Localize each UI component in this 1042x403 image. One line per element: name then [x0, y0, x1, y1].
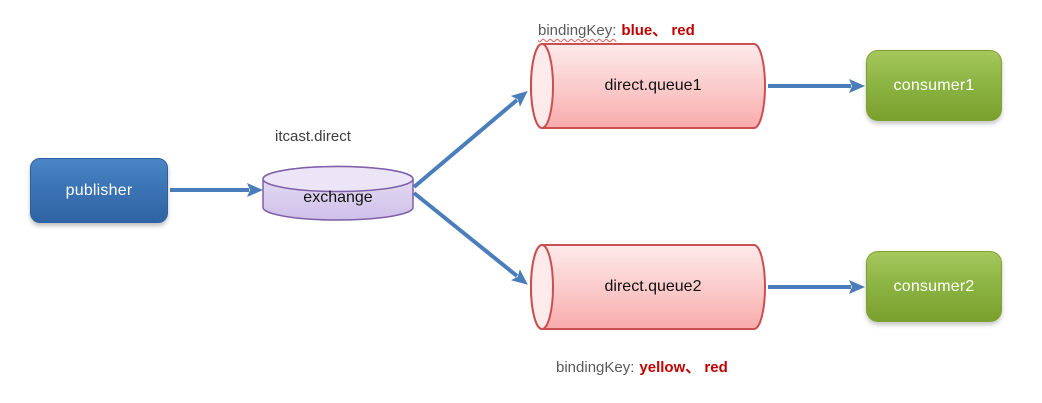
- exchange-label: exchange: [303, 189, 373, 206]
- publisher-label: publisher: [65, 181, 133, 199]
- queue1-cylinder-cap: [530, 43, 554, 129]
- queue1-cylinder: [530, 43, 766, 129]
- binding-prefix-queue2: bindingKey:: [556, 359, 635, 376]
- binding-note-queue2: bindingKey:yellow、 red: [556, 356, 728, 377]
- binding-prefix-queue1: bindingKey:: [538, 22, 617, 39]
- publisher-node: publisher: [30, 158, 168, 223]
- queue1-label: direct.queue1: [604, 77, 702, 94]
- consumer2-label: consumer2: [893, 277, 975, 295]
- exchange-name-label: itcast.direct: [275, 128, 351, 145]
- binding-keys-queue1: blue、 red: [621, 22, 695, 39]
- consumer1-node: consumer1: [866, 50, 1002, 121]
- binding-note-queue1: bindingKey:blue、 red: [538, 19, 695, 40]
- consumer1-label: consumer1: [893, 76, 975, 94]
- arrow-exchange-to-queue1: [412, 90, 528, 189]
- queue2-cylinder: [530, 244, 766, 330]
- queue2-label: direct.queue2: [604, 278, 702, 295]
- consumer2-node: consumer2: [866, 251, 1002, 322]
- exchange-cylinder-top: [262, 165, 414, 193]
- queue2-cylinder-cap: [530, 244, 554, 330]
- exchange-cylinder: [262, 165, 414, 221]
- binding-keys-queue2: yellow、 red: [639, 359, 728, 376]
- arrow-exchange-to-queue2: [412, 191, 528, 285]
